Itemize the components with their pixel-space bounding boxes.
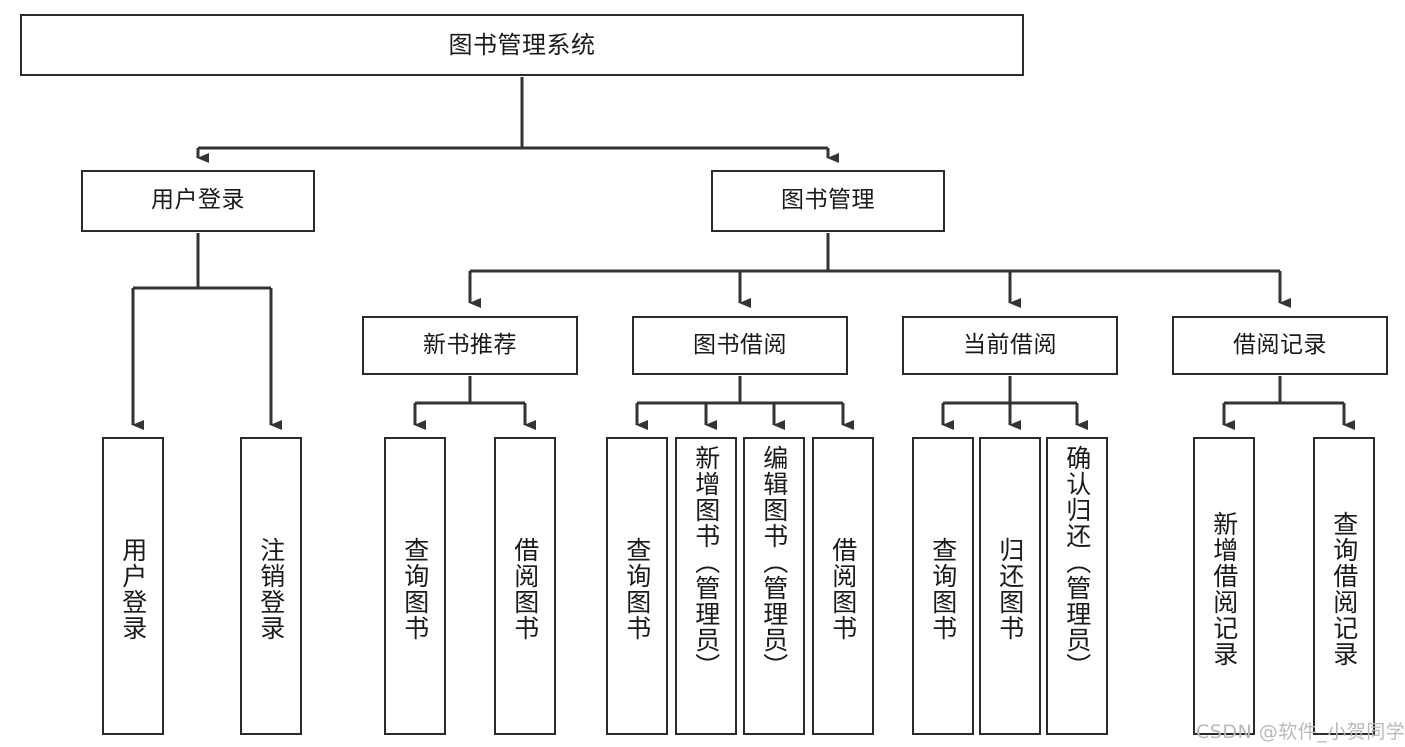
node-label: 查询图书 [400, 537, 430, 641]
node-label: 新增借阅记录 [1209, 511, 1239, 667]
node-label: 新增图书（管理员） [691, 445, 721, 679]
node-label: 借阅图书 [510, 537, 540, 641]
node-borrow-records[interactable]: 借阅记录 [1172, 316, 1388, 375]
node-current-borrow[interactable]: 当前借阅 [902, 316, 1118, 375]
node-label: 图书管理系统 [448, 30, 596, 59]
node-new-book-recommend[interactable]: 新书推荐 [362, 316, 578, 375]
node-label: 编辑图书（管理员） [759, 445, 789, 679]
node-label: 注销登录 [256, 537, 286, 641]
node-label: 确认归还（管理员） [1062, 445, 1092, 679]
node-root-system[interactable]: 图书管理系统 [20, 14, 1024, 76]
leaf-edit-book-admin[interactable]: 编辑图书（管理员） [743, 437, 805, 735]
node-book-borrow[interactable]: 图书借阅 [632, 316, 848, 375]
leaf-user-logout[interactable]: 注销登录 [240, 437, 302, 735]
leaf-query-borrow-record[interactable]: 查询借阅记录 [1313, 437, 1375, 735]
node-label: 当前借阅 [963, 331, 1057, 358]
node-label: 查询图书 [622, 537, 652, 641]
node-book-management[interactable]: 图书管理 [711, 170, 945, 232]
leaf-return-books[interactable]: 归还图书 [979, 437, 1041, 735]
node-label: 查询借阅记录 [1329, 511, 1359, 667]
leaf-add-book-admin[interactable]: 新增图书（管理员） [675, 437, 737, 735]
node-label: 用户登录 [118, 537, 148, 641]
leaf-query-books-borrow[interactable]: 查询图书 [606, 437, 668, 735]
leaf-add-borrow-record[interactable]: 新增借阅记录 [1193, 437, 1255, 735]
csdn-watermark: CSDN @软件_小贺同学 [1196, 721, 1405, 743]
node-user-login[interactable]: 用户登录 [81, 170, 315, 232]
node-label: 查询图书 [928, 537, 958, 641]
leaf-borrow-books-recommend[interactable]: 借阅图书 [494, 437, 556, 735]
node-label: 用户登录 [151, 187, 245, 214]
leaf-query-books-current[interactable]: 查询图书 [912, 437, 974, 735]
node-label: 图书管理 [781, 187, 875, 214]
node-label: 借阅图书 [828, 537, 858, 641]
node-label: 归还图书 [995, 537, 1025, 641]
node-label: 借阅记录 [1233, 331, 1327, 358]
leaf-confirm-return-admin[interactable]: 确认归还（管理员） [1046, 437, 1108, 735]
leaf-query-books-recommend[interactable]: 查询图书 [384, 437, 446, 735]
node-label: 图书借阅 [693, 331, 787, 358]
leaf-user-login[interactable]: 用户登录 [102, 437, 164, 735]
leaf-borrow-books[interactable]: 借阅图书 [812, 437, 874, 735]
node-label: 新书推荐 [423, 331, 517, 358]
